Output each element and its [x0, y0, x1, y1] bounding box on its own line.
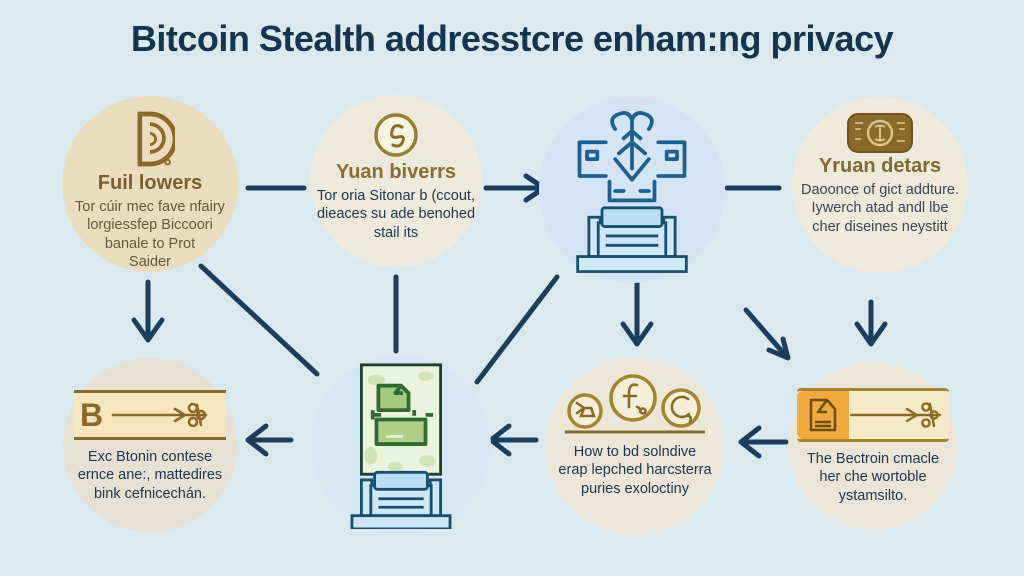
b-banner-arrow-icon: B: [74, 390, 226, 440]
node-green-document-machine: [311, 355, 491, 535]
node-body: Exc Btonin contese ernce ane:, mattedire…: [77, 449, 223, 502]
node-body: The Bectroin cmacle her che wortoble yst…: [806, 451, 940, 504]
page-title: Bitcoin Stealth addresstcre enham:ng pri…: [130, 18, 894, 59]
node-body: Daoonce of gict addture. Iywerch atad an…: [801, 182, 959, 235]
gold-seal-icon: [847, 113, 913, 153]
node-heading: Yuan biverrs: [335, 161, 457, 183]
three-coins-icon: [557, 371, 713, 437]
arrow-to-ornament-icon: [849, 402, 942, 428]
node-exchange-notes: B Exc Btonin contese ernce ane:, mattedi…: [63, 358, 237, 532]
gold-ring-icon: [372, 111, 420, 159]
node-full-nodes: Fuil lowers Tor cúir mec fave nfairy lor…: [62, 96, 238, 272]
node-heading: Fuil lowers: [97, 172, 203, 194]
green-document-machine-icon: [335, 361, 467, 529]
node-heading: Yruan detars: [818, 155, 942, 177]
node-body: Tor oria Sitonar b (ccout, dieaces su ad…: [316, 188, 476, 241]
node-circuit-machine: [539, 97, 725, 283]
arrow-to-ornament-icon: [111, 402, 208, 428]
node-yuan-details: Yruan detars Daoonce of gict addture. Iy…: [792, 97, 968, 273]
document-icon: [797, 391, 849, 439]
banner-letter-b: B: [80, 397, 104, 433]
node-electron-oracle: The Bectroin cmacle her che wortoble yst…: [789, 362, 957, 530]
stylized-d-logo-icon: [125, 108, 175, 170]
document-banner-arrow-icon: [797, 388, 949, 442]
node-body: How to bd solndive erap lepched harcster…: [558, 444, 712, 497]
circuit-cross-machine-icon: [557, 104, 707, 276]
node-coins: How to bd solndive erap lepched harcster…: [546, 357, 724, 535]
node-body: Tor cúir mec fave nfairy lorgiessfep Bic…: [75, 199, 225, 270]
node-yuan-buyers: Yuan biverrs Tor oria Sitonar b (ccout, …: [310, 95, 482, 267]
